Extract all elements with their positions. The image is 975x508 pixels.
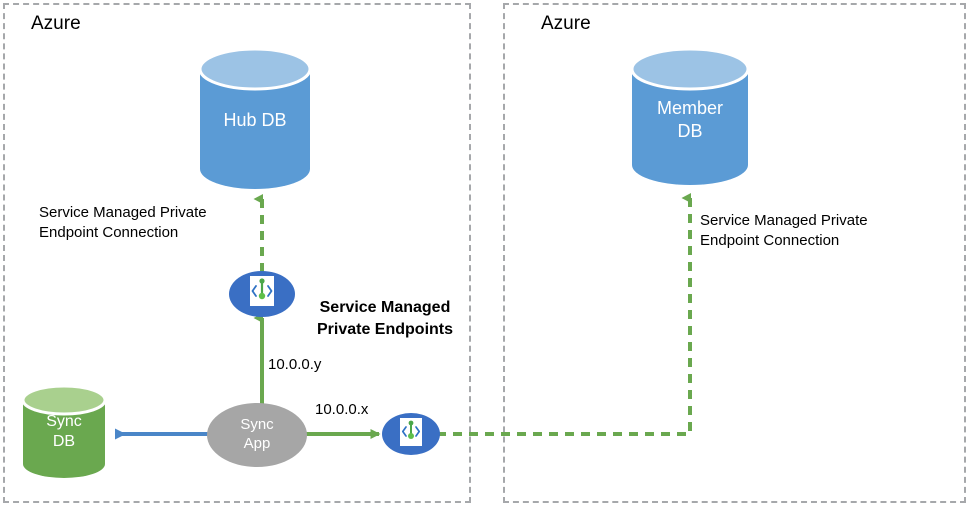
label-ip-member: 10.0.0.x bbox=[315, 401, 369, 418]
node-hub-db[interactable]: Hub DB bbox=[198, 47, 312, 191]
zone-right-label: Azure bbox=[541, 13, 591, 34]
label-hub-connection: Service Managed Private Endpoint Connect… bbox=[39, 203, 207, 244]
node-endpoint-hub[interactable] bbox=[228, 270, 296, 318]
member-connection-line2: Endpoint Connection bbox=[700, 232, 840, 250]
private-endpoint-glyph bbox=[251, 278, 273, 300]
hub-connection-line2: Endpoint Connection bbox=[39, 224, 179, 242]
endpoints-title-line2: Private Endpoints bbox=[316, 321, 454, 339]
node-member-db[interactable]: Member DB bbox=[630, 47, 750, 187]
node-sync-app[interactable]: Sync App bbox=[206, 402, 308, 468]
label-ip-hub: 10.0.0.y bbox=[268, 356, 322, 373]
private-endpoint-glyph bbox=[401, 420, 421, 439]
endpoints-title-line1: Service Managed bbox=[319, 299, 451, 316]
node-endpoint-member[interactable] bbox=[381, 412, 441, 456]
hub-connection-line1: Service Managed Private bbox=[39, 204, 207, 221]
node-sync-db[interactable]: Sync DB bbox=[21, 384, 107, 480]
zone-left-label: Azure bbox=[31, 13, 81, 34]
label-service-managed-private-endpoints: Service Managed Private Endpoints bbox=[296, 297, 474, 342]
label-member-connection: Service Managed Private Endpoint Connect… bbox=[700, 211, 868, 252]
member-connection-line1: Service Managed Private bbox=[700, 212, 868, 229]
